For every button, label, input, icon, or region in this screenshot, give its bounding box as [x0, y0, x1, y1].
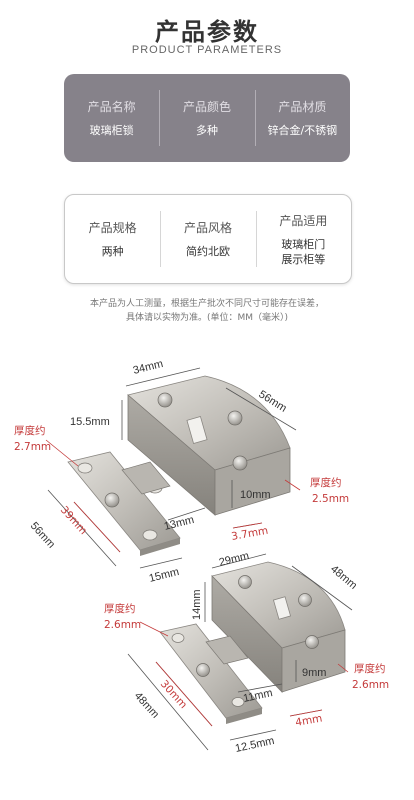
param-label: 产品规格	[88, 221, 137, 235]
dim-29: 29mm	[218, 550, 251, 569]
param-color: 产品颜色 多种	[159, 74, 254, 162]
thickness-value: 2.6mm	[104, 619, 141, 631]
hinge-large: 34mm 56mm 15.5mm 厚度约 2.7mm 10mm 厚度约 2.5m…	[14, 358, 349, 585]
param-value: 多种	[195, 124, 218, 137]
screw-icon	[157, 392, 173, 408]
screw-icon	[227, 410, 243, 426]
screw-icon	[305, 635, 319, 649]
screw-icon	[196, 663, 210, 677]
param-label: 产品适用	[279, 213, 328, 228]
dim-15-5: 15.5mm	[70, 416, 110, 428]
param-spec: 产品规格 两种	[65, 195, 160, 283]
thickness-label: 厚度约	[14, 424, 46, 437]
plate-hole-icon	[77, 462, 93, 474]
param-material: 产品材质 锌合金/不锈钢	[254, 74, 350, 162]
dim-10: 10mm	[240, 489, 271, 501]
dim-13: 13mm	[163, 514, 196, 533]
dim-48-left: 48mm	[132, 690, 161, 721]
page-subtitle: PRODUCT PARAMETERS	[131, 44, 283, 56]
measurement-note-line1: 本产品为人工测量，根据生产批次不同尺寸可能存在误差，	[89, 299, 324, 309]
thickness-value: 2.6mm	[352, 679, 389, 691]
params-card-primary: 产品名称 玻璃柜锁 产品颜色 多种 产品材质 锌合金/不锈钢	[64, 74, 350, 162]
thickness-value: 2.7mm	[14, 441, 51, 453]
param-label: 产品风格	[183, 221, 232, 235]
hinge-bracket	[121, 461, 171, 495]
hinge-body-side	[281, 629, 346, 693]
param-style: 产品风格 简约北欧	[160, 195, 255, 283]
plate-hole-icon	[231, 697, 245, 707]
dim-9: 9mm	[302, 667, 326, 679]
dim-48-right: 48mm	[328, 563, 359, 592]
hinge-small: 29mm 48mm 14mm 厚度约 2.6mm 9mm 厚度约 2.6mm 3…	[104, 550, 389, 755]
hinge-plate-edge	[140, 538, 180, 556]
measurement-note-line2: 具体请以实物为准。(单位：MM（毫米）)	[125, 313, 289, 323]
screw-icon	[232, 455, 248, 471]
param-label: 产品颜色	[182, 100, 231, 114]
hinge-slot	[186, 416, 208, 444]
param-value: 两种	[101, 245, 124, 258]
screw-icon	[238, 575, 252, 589]
param-label: 产品材质	[278, 100, 327, 114]
dim-34: 34mm	[132, 358, 165, 377]
dim-15: 15mm	[148, 566, 181, 585]
param-label: 产品名称	[87, 100, 136, 114]
param-name: 产品名称 玻璃柜锁	[64, 74, 159, 162]
param-usage: 产品适用 玻璃柜门 展示柜等	[255, 195, 351, 283]
page-title: 产品参数	[155, 18, 259, 46]
screw-icon	[104, 492, 120, 508]
param-value: 玻璃柜锁	[89, 124, 134, 137]
param-value: 玻璃柜门	[281, 237, 326, 251]
dim-39: 39mm	[58, 504, 90, 537]
dim-4: 4mm	[294, 712, 323, 729]
dim-56-left: 56mm	[28, 520, 57, 551]
dim-14: 14mm	[191, 589, 203, 620]
thickness-label: 厚度约	[354, 662, 386, 675]
plate-hole-icon	[171, 633, 185, 643]
plate-hole-icon	[142, 529, 158, 541]
hinge-plate-edge	[226, 708, 262, 724]
hinge-bracket	[205, 635, 249, 665]
hinge-dimension-figure: 34mm 56mm 15.5mm 厚度约 2.7mm 10mm 厚度约 2.5m…	[14, 358, 389, 755]
thickness-label: 厚度约	[104, 602, 136, 615]
params-card-secondary: 产品规格 两种 产品风格 简约北欧 产品适用 玻璃柜门 展示柜等	[64, 194, 352, 284]
screw-icon	[298, 593, 312, 607]
hinge-slot	[272, 596, 292, 620]
thickness-value: 2.5mm	[312, 493, 349, 505]
param-value-line2: 展示柜等	[281, 252, 326, 266]
param-value: 锌合金/不锈钢	[267, 124, 338, 137]
thickness-label: 厚度约	[310, 476, 342, 489]
param-value: 简约北欧	[185, 245, 230, 258]
